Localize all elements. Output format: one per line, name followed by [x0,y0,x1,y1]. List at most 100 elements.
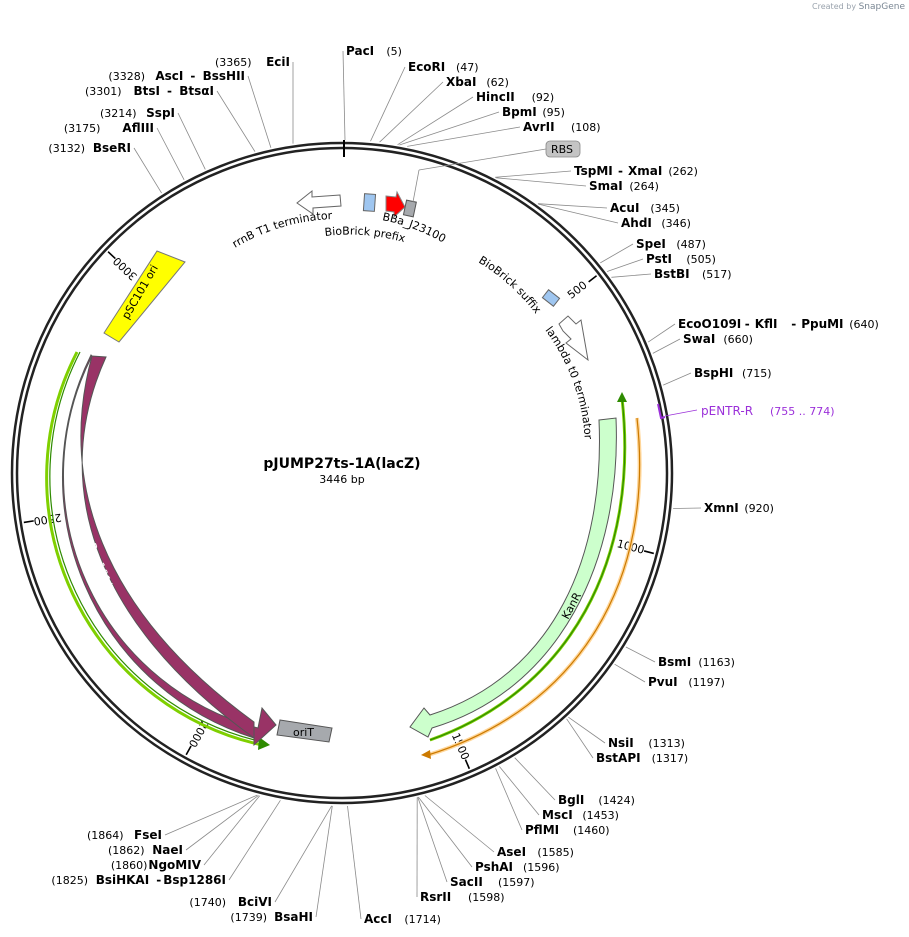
enzyme-bstapi[interactable]: BstAPI(1317) [596,751,688,765]
kanr-feature[interactable] [409,417,617,738]
leader-btsi [216,90,256,152]
biobrick-prefix-feature[interactable] [362,193,377,212]
psc101-ori-feature[interactable] [103,250,186,343]
enzyme-position: (660) [723,333,753,346]
enzyme-smai[interactable]: SmaI(264) [589,179,659,193]
enzyme-name-2: XmaI [628,164,662,178]
enzyme-msci[interactable]: MscI(1453) [542,808,619,822]
enzyme-ecoo109i[interactable]: EcoO109I-KflI-PpuMI(640) [678,317,879,331]
enzyme-sacii[interactable]: SacII(1597) [450,875,535,889]
enzyme-eciI[interactable]: EciI(3365) [215,55,290,69]
enzyme-bsmi[interactable]: BsmI(1163) [658,655,735,669]
enzyme-sspi[interactable]: SspI(3214) [100,106,175,120]
enzyme-position: (1860) [111,859,148,872]
enzyme-position: (108) [571,121,601,134]
watermark: Created by SnapGene [812,2,905,12]
enzyme-position: (715) [742,367,772,380]
primer-marker[interactable] [657,403,666,420]
leader-avrii [407,126,521,147]
enzyme-bcivi[interactable]: BciVI(1740) [189,895,272,909]
enzyme-naei[interactable]: NaeI(1862) [108,843,183,857]
rep101-arrow-body[interactable] [80,355,255,739]
primer-range: (755 .. 774) [770,405,835,418]
enzyme-name: BsiHKAI [96,873,150,887]
enzyme-ecori[interactable]: EcoRI(47) [408,60,479,74]
primer-leader [664,409,698,417]
enzyme-pshai[interactable]: PshAI(1596) [475,860,560,874]
enzyme-nsii[interactable]: NsiI(1313) [608,736,685,750]
enzyme-name: PvuI [648,675,678,689]
enzyme-name: XbaI [446,75,476,89]
enzyme-fsei[interactable]: FseI(1864) [87,828,162,842]
leader-bpmi [399,111,500,146]
enzyme-bsphi[interactable]: BspHI(715) [694,366,772,380]
biobrick-suffix-label: BioBrick suffix [476,253,544,316]
lambda-terminator-feature[interactable] [558,315,589,362]
enzyme-asei[interactable]: AseI(1585) [497,845,574,859]
enzyme-separator-2: - [791,317,796,331]
enzyme-hincii[interactable]: HincII(92) [476,90,554,104]
enzyme-bstbi[interactable]: BstBI(517) [654,267,732,281]
enzyme-position: (1864) [87,829,124,842]
rrnb-terminator-feature[interactable] [296,189,342,215]
rep101-feature[interactable] [62,354,277,747]
leader-sspi [177,112,206,170]
enzyme-tspmi[interactable]: TspMI-XmaI(262) [574,164,698,178]
enzyme-swai[interactable]: SwaI(660) [683,332,753,346]
enzyme-name: SspI [146,106,175,120]
tick-label-500: 500 [565,279,590,302]
enzyme-position: (1453) [582,809,619,822]
enzyme-rsrii[interactable]: RsrII(1598) [420,890,505,904]
leader-spei [600,243,634,264]
enzyme-position: (3132) [48,142,85,155]
enzyme-position: (1740) [189,896,226,909]
enzyme-acci[interactable]: AccI(1714) [364,912,441,926]
enzyme-bpmi[interactable]: BpmI(95) [502,105,565,119]
plasmid-length: 3446 bp [319,473,364,486]
leader-smai [496,177,587,187]
enzyme-name: XmnI [704,501,739,515]
enzyme-name-2: BtsαI [179,84,214,98]
enzyme-position: (1317) [652,752,689,765]
enzyme-asci[interactable]: BssHII-AscI(3328) [108,69,245,83]
leader-bcivi [274,805,333,903]
enzyme-position: (3365) [215,56,252,69]
leader-ecoo109i [647,323,676,343]
enzyme-name: SacII [450,875,483,889]
enzyme-name: TspMI [574,164,613,178]
leader-asei [424,795,495,853]
enzyme-aflii[interactable]: AflIII(3175) [64,121,154,135]
enzyme-xbai[interactable]: XbaI(62) [446,75,509,89]
enzyme-acui[interactable]: AcuI(345) [610,201,680,215]
enzyme-xmni[interactable]: XmnI(920) [704,501,774,515]
leader-fsei [164,794,258,836]
enzyme-ngomiv[interactable]: NgoMIV(1860) [111,858,202,872]
bba-j23100-feature[interactable] [385,190,406,219]
enzyme-name: AhdI [621,216,652,230]
leader-acui [537,203,608,209]
leader-ngomiv [203,795,261,866]
enzyme-name-2: BssHII [203,69,245,83]
enzyme-ahdi[interactable]: AhdI(346) [621,216,691,230]
enzyme-separator: - [618,164,623,178]
enzyme-pflmi[interactable]: PflMI(1460) [525,823,610,837]
enzyme-avrii[interactable]: AvrII(108) [523,120,601,134]
enzyme-name: EcoRI [408,60,445,74]
tick-label-2500: 2500 [33,511,63,528]
enzyme-pvui[interactable]: PvuI(1197) [648,675,725,689]
enzyme-bgli[interactable]: BglI(1424) [558,793,635,807]
enzyme-spei[interactable]: SpeI(487) [636,237,706,251]
enzyme-bsihkai[interactable]: Bsp1286I-BsiHKAI(1825) [51,873,226,887]
rep101-orf-line [49,351,264,743]
biobrick-suffix-feature[interactable] [541,289,561,307]
orit-feature[interactable] [276,719,333,743]
enzyme-position: (345) [650,202,680,215]
rbs-feature-box[interactable] [402,199,417,218]
enzyme-btsi[interactable]: BtsαI-BtsI(3301) [85,84,214,98]
enzyme-paci[interactable]: PacI(5) [346,44,402,58]
enzyme-name: BsmI [658,655,691,669]
enzyme-bsahi[interactable]: BsaHI(1739) [230,910,313,924]
leader-acci [347,805,362,920]
enzyme-beseri[interactable]: BseRI(3132) [48,141,131,155]
enzyme-psti[interactable]: PstI(505) [646,252,716,266]
